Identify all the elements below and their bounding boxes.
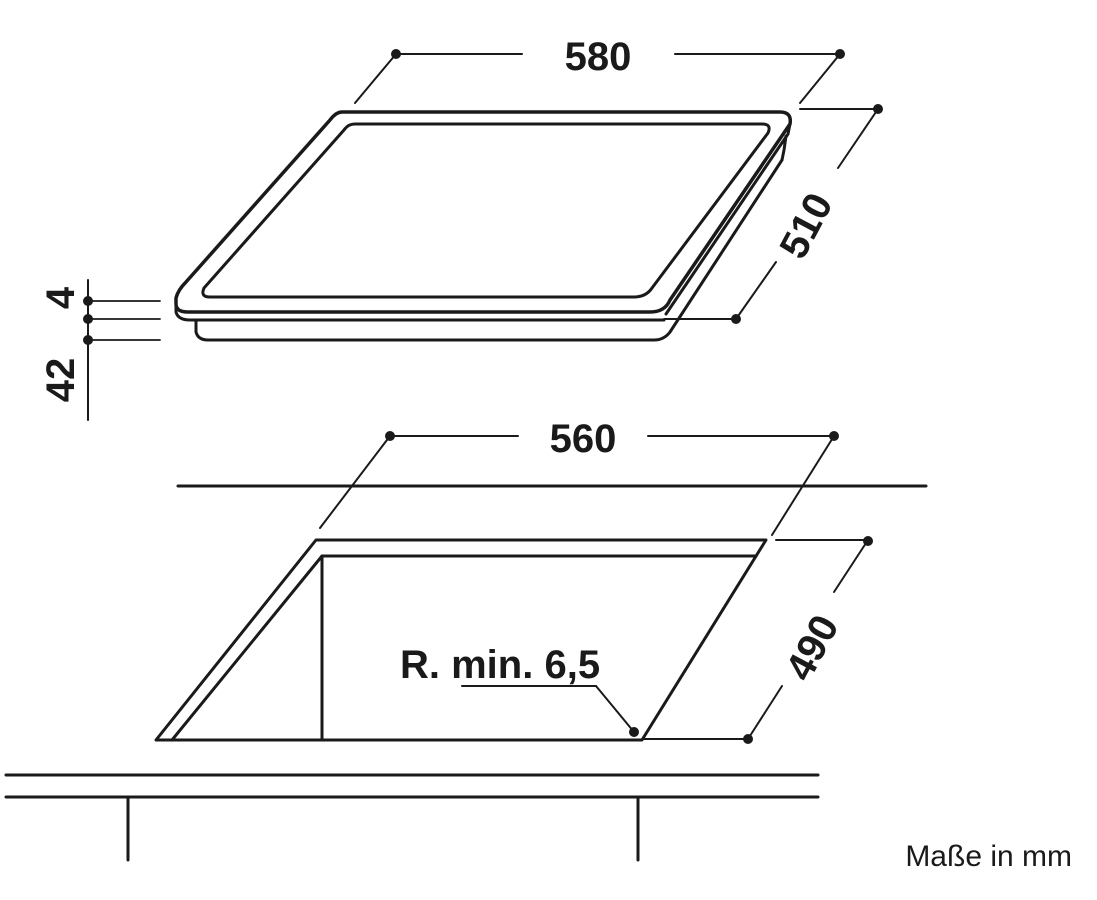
radius-dot [629, 727, 639, 737]
dimension-dot [835, 49, 845, 59]
body-height-label: 42 [39, 358, 83, 403]
dimension-dot [83, 335, 93, 345]
dimension-dot [385, 431, 395, 441]
dimension-dot [731, 314, 741, 324]
dimension-dot [391, 49, 401, 59]
radius-label: R. min. 6,5 [400, 643, 600, 687]
hob-body [194, 158, 784, 342]
dimension-490: 490 [641, 536, 873, 744]
dimension-height: 4 42 [39, 279, 161, 421]
dimension-580: 580 [354, 35, 845, 104]
cutout-opening [154, 538, 768, 742]
hob-glass-outer [174, 110, 793, 314]
dimension-560: 560 [319, 417, 839, 536]
cutout-depth-label: 490 [777, 608, 847, 688]
hob-drawing [174, 110, 793, 342]
hob-width-label: 580 [565, 35, 632, 79]
hob-glass-side-edge [664, 122, 792, 316]
dimension-dot [829, 431, 839, 441]
radius-callout: R. min. 6,5 [400, 643, 639, 737]
hob-body-side [780, 134, 788, 162]
units-note: Maße in mm [905, 840, 1072, 873]
dimension-dot [83, 296, 93, 306]
hob-glass-inner [201, 122, 771, 299]
hob-glass-edge [174, 302, 666, 322]
dimension-dot [863, 536, 873, 546]
dimension-dot [873, 104, 883, 114]
dimension-dot [743, 734, 753, 744]
hob-depth-label: 510 [771, 186, 841, 266]
cutout-width-label: 560 [550, 417, 617, 461]
dimension-dot [83, 314, 93, 324]
glass-thickness-label: 4 [39, 286, 83, 309]
